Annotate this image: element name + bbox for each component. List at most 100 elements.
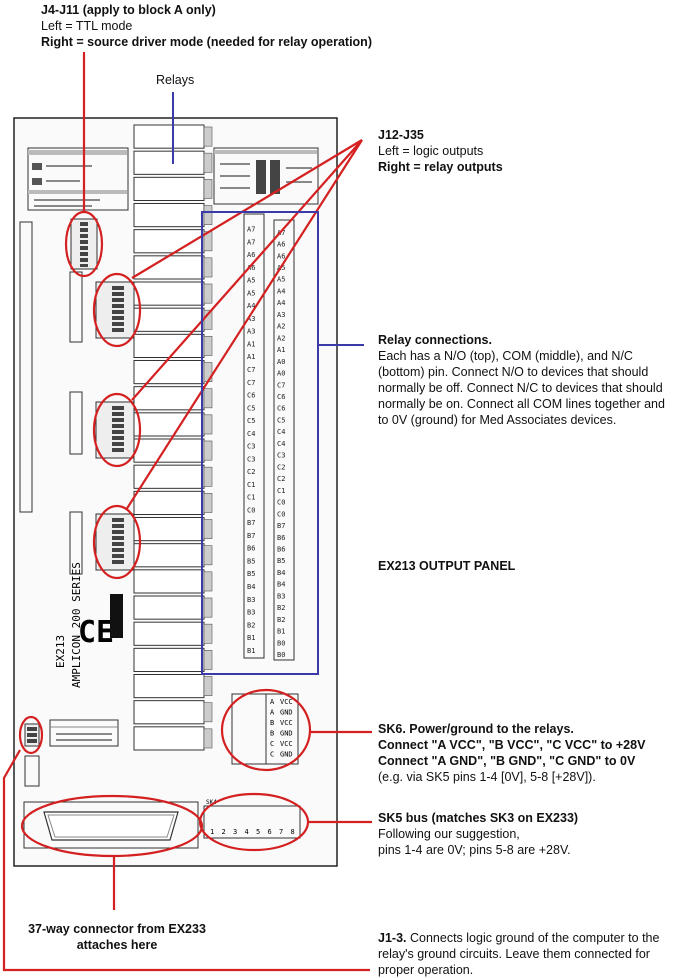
terminal-label: A2 [277, 323, 285, 331]
terminal-label: B7 [247, 532, 255, 540]
sk6-signal-label: GND [280, 709, 293, 717]
jumper-block-j4-j11 [70, 218, 98, 270]
sk6-vcc: Connect "A VCC", "B VCC", "C VCC" to +28… [378, 738, 646, 752]
terminal-label: C4 [247, 430, 255, 438]
terminal-label: B5 [277, 557, 285, 565]
relay-pin-tab [203, 676, 213, 696]
sk5-title: SK5 bus (matches SK3 on EX233) [378, 811, 579, 825]
terminal-label: C3 [247, 455, 255, 463]
black-component [110, 594, 123, 638]
relay [133, 281, 205, 306]
relay [133, 700, 205, 725]
relay-pin-tab [203, 545, 213, 566]
terminal-label: C1 [247, 481, 255, 489]
jumper-block-j20-j27 [95, 401, 135, 459]
terminal-label: B0 [277, 639, 285, 647]
terminal-label: A1 [247, 340, 255, 348]
sk5-line1: Following our suggestion, [378, 827, 520, 841]
sk6-signal-label: GND [280, 751, 293, 759]
sk6-gnd: Connect "A GND", "B GND", "C GND" to 0V [378, 754, 636, 768]
j12-j35-left: Left = logic outputs [378, 144, 484, 158]
terminal-label: C6 [247, 392, 255, 400]
terminal-label: A4 [277, 287, 285, 295]
connector37-line2: attaches here [76, 938, 158, 952]
terminal-label: A5 [247, 277, 255, 285]
relay-pin-tab [203, 152, 213, 173]
relay [133, 517, 205, 542]
jumper-block-j28-j35 [95, 513, 135, 571]
sk6-bank-label: C [270, 740, 274, 748]
terminal-label: A7 [247, 226, 255, 234]
left-terminal-strip [243, 213, 265, 659]
terminal-label: B5 [247, 570, 255, 578]
relay-pin-tab [203, 126, 213, 147]
relay-pin-tab [203, 702, 213, 723]
terminal-label: B1 [277, 628, 285, 636]
terminal-label: B7 [277, 522, 285, 530]
relay-pin-tab [203, 493, 213, 513]
relay-pin-tab [203, 179, 213, 199]
j12-j35-title: J12-J35 [378, 128, 424, 142]
terminal-label: C7 [277, 381, 285, 389]
terminal-label: B3 [277, 592, 285, 600]
terminal-label: C5 [277, 416, 285, 424]
relay-pin-tab [203, 519, 213, 539]
relay [133, 386, 205, 411]
right-terminal-strip [273, 219, 295, 661]
terminal-label: B4 [247, 583, 255, 591]
jumper-legend-top [27, 147, 129, 211]
sk5-pin-number: 8 [291, 828, 295, 836]
terminal-label: C0 [277, 499, 285, 507]
relay-config-legend [213, 147, 319, 205]
terminal-label: B7 [247, 519, 255, 527]
jumper-block-j12-j19 [95, 281, 135, 339]
relay-pin-tab [203, 388, 213, 409]
terminal-label: A1 [247, 353, 255, 361]
terminal-label: C6 [277, 405, 285, 413]
relay [133, 360, 205, 385]
terminal-label: B4 [277, 569, 285, 577]
terminal-label: A7 [247, 238, 255, 246]
sk6-signal-label: VCC [280, 719, 293, 727]
relay [133, 412, 205, 437]
panel-name: EX213 OUTPUT PANEL [378, 559, 516, 573]
left-sip-strip [19, 221, 33, 513]
connector-37way [23, 801, 199, 849]
sk5-pin-number: 4 [245, 828, 249, 836]
terminal-label: A6 [247, 251, 255, 259]
terminal-label: B2 [277, 616, 285, 624]
j4-j11-right: Right = source driver mode (needed for r… [41, 35, 372, 49]
sk5-pin-number: 6 [268, 828, 272, 836]
sk6-bank-label: C [270, 751, 274, 759]
relay-pin-tab [203, 257, 213, 278]
sk5-pin-number: 7 [279, 828, 283, 836]
sk5-pin-number: 2 [222, 828, 226, 836]
relay-column [133, 124, 213, 751]
relay-pin-tab [203, 414, 213, 435]
terminal-label: B3 [247, 596, 255, 604]
relay-connections-callout: Relay connections. Each has a N/O (top),… [378, 332, 670, 428]
relay-pin-tab [203, 728, 213, 749]
terminal-label: A3 [277, 311, 285, 319]
relay-connections-body: Each has a N/O (top), COM (middle), and … [378, 349, 665, 427]
terminal-label: B6 [247, 545, 255, 553]
relay-pin-tab [203, 650, 213, 670]
terminal-label: A1 [277, 346, 285, 354]
ic-3 [69, 511, 83, 575]
terminal-label: C4 [277, 428, 285, 436]
sk6-bank-label: B [270, 730, 274, 738]
j4-j11-left: Left = TTL mode [41, 19, 133, 33]
sk6-signal-label: VCC [280, 698, 293, 706]
j1-3-body: Connects logic ground of the computer to… [378, 931, 660, 977]
relay [133, 307, 205, 332]
connector37-line1: 37-way connector from EX233 [28, 922, 206, 936]
terminal-label: C7 [247, 366, 255, 374]
relays-label: Relays [156, 73, 195, 87]
sk6-bank-label: A [270, 698, 275, 706]
terminal-label: C2 [277, 475, 285, 483]
terminal-label: B4 [277, 581, 285, 589]
ce-mark: CE [78, 615, 114, 650]
terminal-label: A5 [247, 289, 255, 297]
terminal-label: B2 [277, 604, 285, 612]
